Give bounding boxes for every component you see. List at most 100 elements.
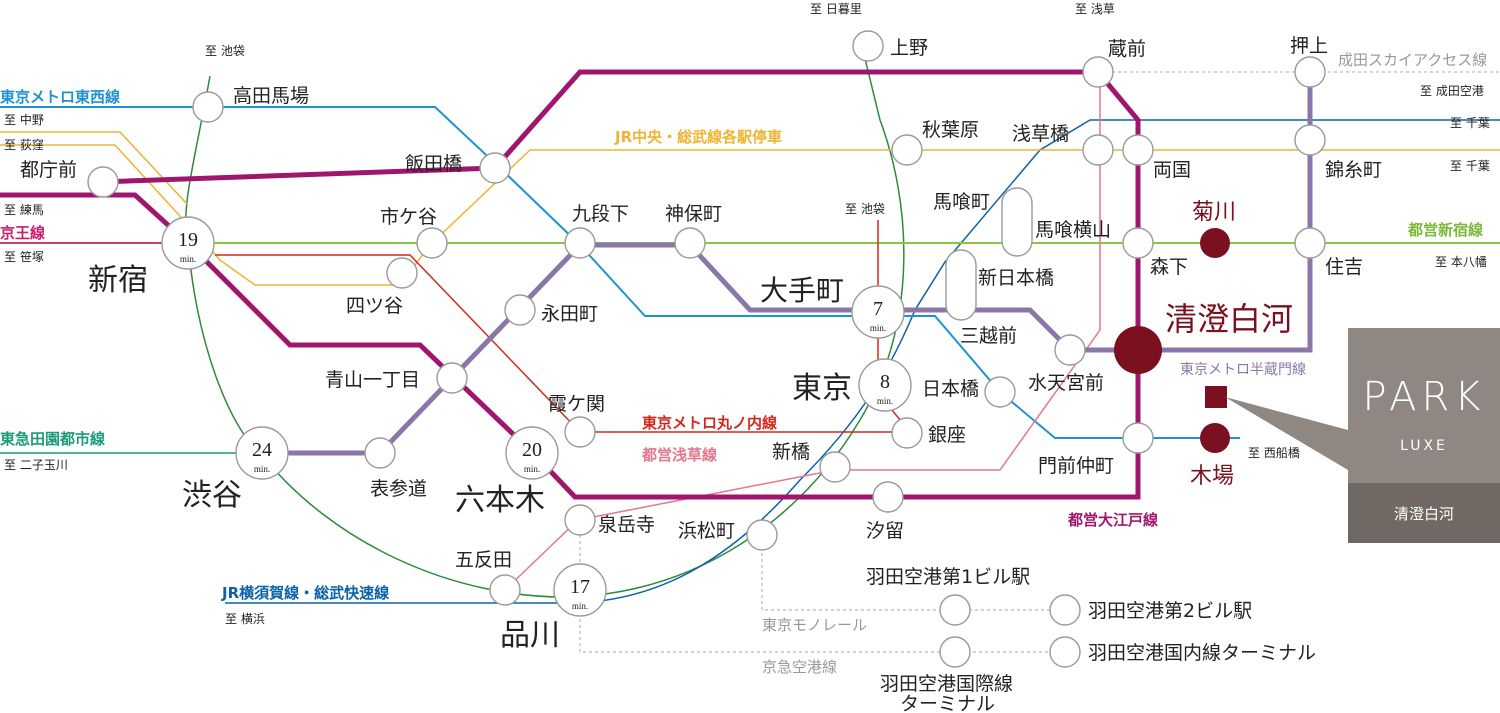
- station-marker[interactable]: [819, 451, 851, 483]
- station-marker[interactable]: [891, 417, 923, 449]
- station-marker[interactable]: [564, 416, 596, 448]
- terminus-label: 至 二子玉川: [4, 458, 68, 472]
- line-label-narita: 成田スカイアクセス線: [1338, 51, 1487, 69]
- station-label: 馬喰横山: [1035, 219, 1111, 241]
- station-label: 新宿: [88, 263, 148, 298]
- property-logo: PARK: [1362, 374, 1486, 420]
- terminus-label: 至 千葉: [1450, 159, 1490, 173]
- station-marker[interactable]: [489, 574, 521, 606]
- time-tokyo: 8: [880, 371, 890, 393]
- station-marker[interactable]: [504, 294, 536, 326]
- station-marker[interactable]: [1054, 334, 1086, 366]
- station-marker[interactable]: [674, 227, 706, 259]
- station-label: 清澄白河: [1165, 300, 1293, 338]
- station-label: 菊川: [1192, 200, 1236, 225]
- station-marker[interactable]: [984, 376, 1016, 408]
- line-label-tokyu: 東急田園都市線: [0, 430, 105, 448]
- line-jr-yokosuka: [225, 119, 1500, 604]
- time-unit: min.: [524, 464, 540, 474]
- time-roppongi: 20: [522, 439, 542, 461]
- station-label: 両国: [1153, 159, 1191, 181]
- station-marker[interactable]: [1122, 422, 1154, 454]
- station-markers: [87, 30, 1348, 668]
- station-marker[interactable]: [852, 30, 884, 62]
- station-marker-tokyo[interactable]: [858, 358, 912, 412]
- property-station: 清澄白河: [1393, 505, 1454, 523]
- station-label: 錦糸町: [1325, 159, 1382, 181]
- station-marker-kikukawa[interactable]: [1200, 228, 1230, 258]
- station-marker[interactable]: [386, 257, 418, 289]
- property-logo-sub: LUXE: [1400, 438, 1448, 454]
- line-label-tozai: 東京メトロ東西線: [0, 88, 120, 106]
- station-marker[interactable]: [1122, 227, 1154, 259]
- station-marker-shibuya[interactable]: [235, 426, 289, 480]
- station-label: 蔵前: [1108, 38, 1146, 60]
- station-marker[interactable]: [1082, 56, 1114, 88]
- time-unit: min.: [870, 323, 886, 333]
- terminus-label: 至 西船橋: [1248, 446, 1300, 460]
- station-label: 汐留: [866, 520, 904, 542]
- line-label-hanzomon: 東京メトロ半蔵門線: [1180, 362, 1306, 378]
- station-marker[interactable]: [1001, 187, 1033, 257]
- station-marker[interactable]: [891, 134, 923, 166]
- station-marker[interactable]: [746, 519, 778, 551]
- station-label: 木場: [1190, 464, 1234, 489]
- station-marker[interactable]: [872, 481, 904, 513]
- station-label: 羽田空港国際線: [880, 673, 1013, 695]
- station-label: 上野: [890, 37, 928, 59]
- station-marker[interactable]: [87, 166, 119, 198]
- station-marker[interactable]: [1049, 594, 1081, 626]
- station-marker[interactable]: [564, 227, 596, 259]
- station-marker[interactable]: [564, 504, 596, 536]
- station-marker[interactable]: [939, 636, 971, 668]
- time-unit: min.: [180, 254, 196, 264]
- line-asakusa: [504, 85, 1101, 591]
- station-marker-kiba[interactable]: [1200, 423, 1230, 453]
- station-marker[interactable]: [945, 249, 977, 321]
- terminus-label: 至 池袋: [205, 44, 245, 58]
- station-label: 五反田: [455, 549, 512, 571]
- line-label-monorail: 東京モノレール: [762, 616, 867, 634]
- time-unit: min.: [877, 396, 893, 406]
- station-label: 羽田空港国内線ターミナル: [1088, 642, 1316, 664]
- station-marker[interactable]: [436, 362, 468, 394]
- station-label: 六本木: [455, 483, 545, 518]
- station-marker[interactable]: [1082, 134, 1114, 166]
- property-logo-panel: PARK LUXE: [1348, 328, 1500, 483]
- station-marker-shinjuku[interactable]: [161, 216, 215, 270]
- station-marker[interactable]: [1049, 636, 1081, 668]
- station-marker-kiyosumi[interactable]: [1114, 326, 1162, 374]
- station-label: 水天宮前: [1028, 372, 1104, 394]
- station-marker[interactable]: [192, 91, 224, 123]
- termini-labels: 至 日暮里 至 浅草 至 池袋 至 池袋 至 中野 至 荻窪 至 練馬 至 笹塚…: [4, 2, 1490, 626]
- station-label: 渋谷: [182, 478, 242, 513]
- station-marker[interactable]: [1294, 56, 1326, 88]
- station-label: 浜松町: [678, 520, 735, 542]
- station-label: 東京: [792, 371, 852, 406]
- station-marker[interactable]: [479, 152, 511, 184]
- property-station-panel: 清澄白河: [1348, 483, 1500, 543]
- line-label-keio: 京王線: [0, 224, 45, 242]
- property-callout: PARK LUXE 清澄白河: [1348, 328, 1500, 543]
- station-label: 表参道: [370, 478, 427, 500]
- station-label: 都庁前: [20, 159, 77, 181]
- station-marker[interactable]: [1294, 227, 1326, 259]
- station-marker-otemachi[interactable]: [851, 285, 905, 339]
- station-marker-shinagawa[interactable]: [553, 563, 607, 617]
- station-marker[interactable]: [1122, 134, 1154, 166]
- property-pointer: [1225, 397, 1348, 470]
- terminus-label: 至 成田空港: [1420, 84, 1484, 98]
- station-label: 馬喰町: [933, 191, 990, 213]
- station-marker[interactable]: [1294, 124, 1326, 156]
- station-label: 市ケ谷: [380, 206, 437, 228]
- station-marker[interactable]: [416, 227, 448, 259]
- terminus-label: 至 中野: [4, 112, 44, 127]
- terminus-label: 至 荻窪: [4, 137, 44, 152]
- station-marker[interactable]: [364, 437, 396, 469]
- line-label-marunouchi: 東京メトロ丸ノ内線: [642, 414, 777, 432]
- station-marker[interactable]: [939, 594, 971, 626]
- station-marker-roppongi[interactable]: [505, 426, 559, 480]
- station-label: 新橋: [772, 441, 810, 463]
- line-monorail: [579, 535, 1065, 653]
